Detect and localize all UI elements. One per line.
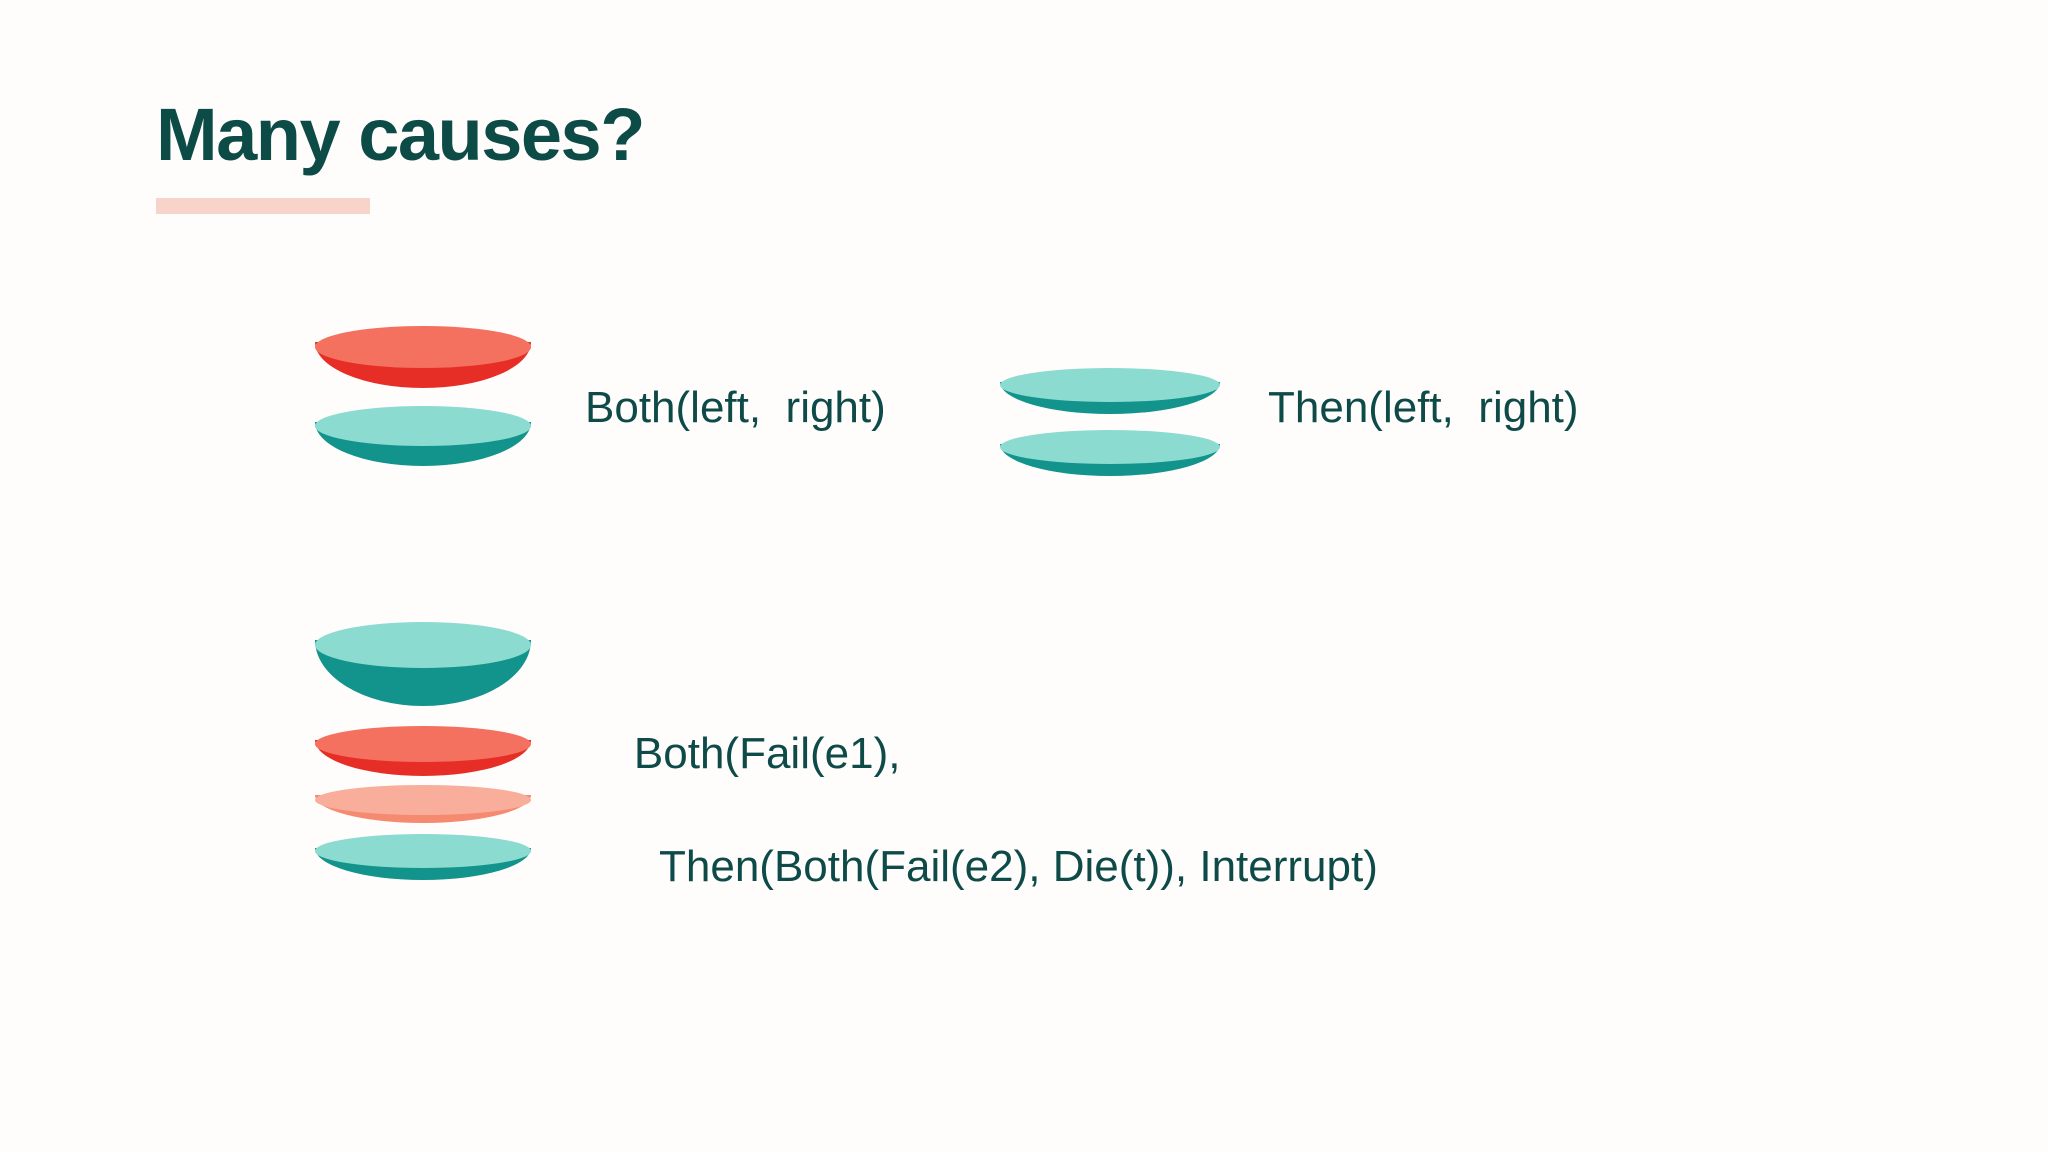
label-nested-line-2: Then(Both(Fail(e2), Die(t)), Interrupt)	[659, 841, 1378, 891]
disc-top	[315, 785, 531, 815]
disc-red-nested	[315, 726, 531, 776]
disc-group-both	[315, 326, 531, 466]
disc-top	[315, 834, 531, 868]
disc-top	[315, 326, 531, 368]
disc-teal-then-1	[1000, 368, 1220, 414]
disc-group-then	[1000, 368, 1220, 478]
disc-teal-nested-2	[315, 834, 531, 880]
disc-top	[315, 726, 531, 762]
disc-top	[1000, 368, 1220, 402]
page-title: Many causes?	[156, 93, 645, 176]
disc-group-nested	[315, 622, 531, 880]
disc-top	[315, 622, 531, 668]
title-block: Many causes?	[156, 93, 645, 214]
disc-red-both	[315, 326, 531, 388]
label-nested-line-1: Both(Fail(e1),	[633, 729, 901, 779]
disc-teal-then-2	[1000, 430, 1220, 476]
label-nested: Both(Fail(e1), Then(Both(Fail(e2), Die(t…	[585, 670, 1378, 1008]
label-both: Both(left, right)	[585, 383, 886, 432]
disc-teal-nested-1	[315, 622, 531, 706]
disc-salmon-nested	[315, 785, 531, 823]
title-underline-bar	[156, 198, 370, 214]
label-then: Then(left, right)	[1268, 383, 1579, 432]
disc-top	[315, 406, 531, 446]
disc-top	[1000, 430, 1220, 464]
disc-teal-both	[315, 406, 531, 466]
